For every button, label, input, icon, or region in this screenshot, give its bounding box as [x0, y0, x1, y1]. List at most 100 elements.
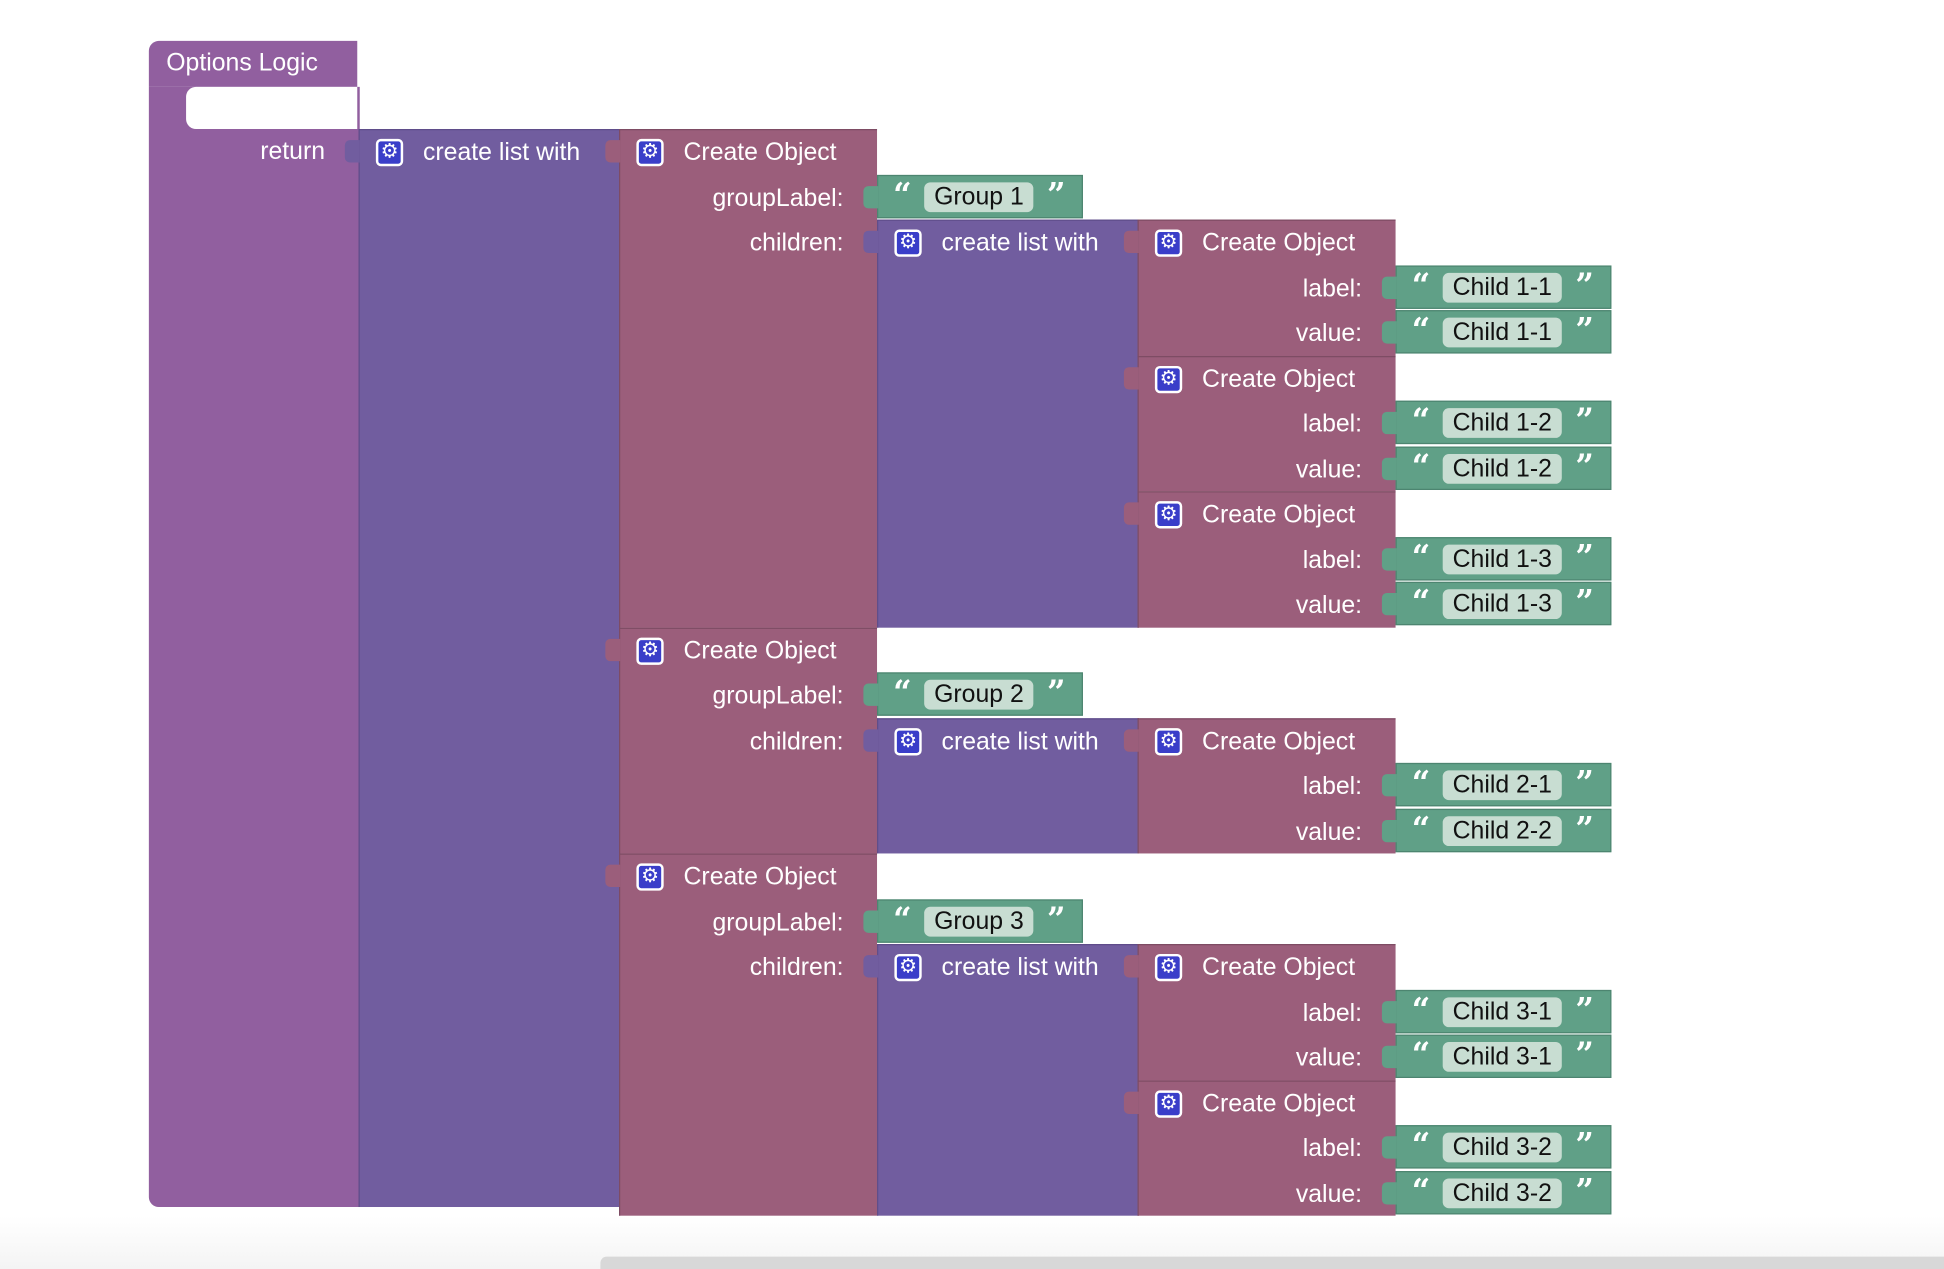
gear-icon[interactable]: ⚙: [894, 727, 922, 755]
create-object-label: Create Object: [1202, 1089, 1356, 1118]
text-field[interactable]: Child 1-3: [1442, 589, 1562, 620]
close-quote-icon: ”: [1575, 1172, 1595, 1211]
child-value-text-block[interactable]: “ Child 1-1 ”: [1395, 310, 1612, 354]
open-quote-icon: “: [893, 176, 912, 214]
gear-icon[interactable]: ⚙: [636, 138, 664, 167]
open-quote-icon: “: [1411, 1127, 1431, 1165]
children-create-list-block[interactable]: ⚙create list with: [877, 717, 1139, 854]
value-field: value:: [1295, 1044, 1363, 1072]
text-field[interactable]: Child 1-2: [1442, 453, 1562, 484]
group-label-field: groupLabel:: [712, 184, 844, 212]
list-connector-tab: [863, 230, 879, 254]
close-quote-icon: ”: [1575, 538, 1595, 577]
child-label-text-block[interactable]: “Child 3-1”: [1395, 989, 1612, 1033]
create-object-label: Create Object: [683, 138, 837, 167]
horizontal-scrollbar[interactable]: [600, 1256, 1944, 1269]
child-value-text-block[interactable]: “Child 1-2”: [1395, 445, 1612, 490]
gear-icon[interactable]: ⚙: [894, 229, 922, 257]
children-create-list-block[interactable]: ⚙create list with: [877, 944, 1139, 1216]
gear-icon[interactable]: ⚙: [636, 863, 664, 891]
gear-icon[interactable]: ⚙: [1154, 953, 1183, 982]
object-connector-tab: [605, 140, 621, 163]
procedure-title: Options Logic: [166, 49, 318, 77]
text-field[interactable]: Child 2-1: [1442, 770, 1562, 801]
text-field[interactable]: Child 1-1: [1442, 272, 1562, 303]
open-quote-icon: “: [1411, 312, 1431, 350]
text-field[interactable]: Child 1-3: [1442, 543, 1562, 574]
text-field[interactable]: Group 1: [924, 181, 1034, 212]
gear-icon[interactable]: ⚙: [1154, 229, 1183, 257]
gear-icon[interactable]: ⚙: [1154, 727, 1183, 755]
group-label-text-block[interactable]: “Group 2”: [877, 672, 1083, 716]
text-field[interactable]: Child 3-1: [1442, 996, 1562, 1027]
text-field[interactable]: Child 2-2: [1442, 815, 1562, 846]
gear-icon[interactable]: ⚙: [1154, 501, 1183, 529]
close-quote-icon: ”: [1575, 1127, 1595, 1165]
procedure-block-body[interactable]: return: [148, 86, 360, 1208]
child-label-text-block[interactable]: “Child 2-1”: [1395, 762, 1612, 807]
group-label-text-block[interactable]: “Group 3”: [877, 898, 1083, 943]
group-label-text-block[interactable]: “Group 1”: [877, 174, 1083, 218]
text-connector-tab: [1381, 592, 1397, 616]
outer-create-list-block[interactable]: ⚙ create list with: [358, 129, 621, 1208]
child-value-text-block[interactable]: “ Child 3-2 ”: [1395, 1170, 1612, 1214]
text-field[interactable]: Child 3-2: [1442, 1132, 1562, 1163]
gear-icon[interactable]: ⚙: [636, 636, 664, 665]
group-object-block[interactable]: ⚙ Create Object groupLabel: children:: [619, 129, 878, 628]
value-field: value:: [1295, 818, 1363, 846]
list-connector-tab: [344, 140, 360, 163]
text-connector-tab: [1381, 774, 1397, 797]
text-field[interactable]: Child 1-1: [1442, 317, 1562, 348]
create-list-label: create list with: [941, 229, 1099, 257]
children-field: children:: [749, 727, 844, 755]
child-value-text-block[interactable]: “ Child 3-1 ”: [1395, 1034, 1612, 1078]
text-field[interactable]: Child 1-2: [1442, 408, 1562, 438]
text-field[interactable]: Child 3-2: [1442, 1177, 1562, 1208]
label-field: label:: [1302, 410, 1363, 438]
child-label-text-block[interactable]: “ Child 3-2 ”: [1395, 1125, 1612, 1169]
close-quote-icon: ”: [1575, 1037, 1595, 1075]
close-quote-icon: ”: [1575, 312, 1595, 350]
open-quote-icon: “: [1411, 1172, 1431, 1211]
child-label-text-block[interactable]: “ Child 1-2 ”: [1395, 400, 1612, 445]
text-field[interactable]: Child 3-1: [1442, 1042, 1562, 1072]
gear-icon[interactable]: ⚙: [1154, 365, 1183, 393]
text-field[interactable]: Group 2: [924, 679, 1034, 710]
children-field: children:: [749, 229, 844, 257]
text-connector-tab: [1381, 547, 1397, 571]
child-value-text-block[interactable]: “Child 1-3”: [1395, 581, 1612, 626]
open-quote-icon: “: [1411, 403, 1431, 441]
open-quote-icon: “: [1411, 538, 1431, 577]
value-field: value:: [1295, 320, 1363, 348]
close-quote-icon: ”: [1575, 403, 1595, 441]
create-object-label: Create Object: [683, 636, 837, 665]
object-connector-tab: [1123, 955, 1139, 978]
open-quote-icon: “: [1411, 1037, 1431, 1075]
object-connector-tab: [1123, 366, 1139, 389]
text-field[interactable]: Group 3: [924, 906, 1034, 936]
child-label-text-block[interactable]: “Child 1-1”: [1395, 264, 1612, 309]
create-object-label: Create Object: [1202, 501, 1356, 529]
close-quote-icon: ”: [1575, 448, 1595, 486]
gear-icon[interactable]: ⚙: [894, 953, 922, 982]
open-quote-icon: “: [893, 901, 912, 939]
child-label-text-block[interactable]: “ Child 1-3 ”: [1395, 536, 1612, 580]
statement-notch: [186, 86, 358, 130]
children-create-list-block[interactable]: ⚙ create list with: [877, 219, 1139, 628]
gear-icon[interactable]: ⚙: [1154, 1089, 1183, 1118]
text-connector-tab: [1381, 1000, 1397, 1023]
child-value-text-block[interactable]: “Child 2-2”: [1395, 808, 1612, 852]
procedure-block-header[interactable]: Options Logic: [148, 40, 358, 87]
close-quote-icon: ”: [1046, 674, 1066, 713]
gear-icon[interactable]: ⚙: [375, 138, 404, 167]
list-connector-tab: [863, 955, 879, 978]
